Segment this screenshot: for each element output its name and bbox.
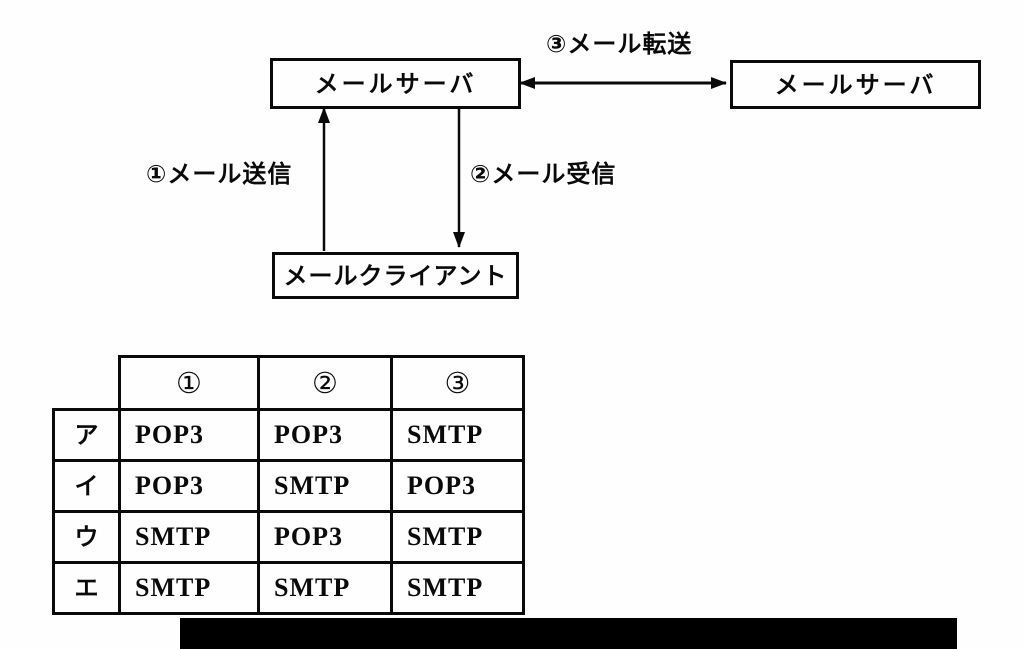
mail-client-box: メールクライアント — [272, 252, 519, 299]
row-label-a: ア — [52, 408, 121, 462]
table-row: エ SMTP SMTP SMTP — [52, 561, 525, 615]
table-row: ア POP3 POP3 SMTP — [52, 408, 525, 462]
col-header-1: ① — [118, 355, 260, 411]
table-cell: SMTP — [118, 561, 260, 615]
table-cell: POP3 — [257, 408, 393, 462]
table-row: イ POP3 SMTP POP3 — [52, 459, 525, 513]
mail-server-left-label: メールサーバ — [314, 69, 477, 98]
mail-client-label: メールクライアント — [283, 261, 508, 290]
arrow-label-transfer: ③メール転送 — [546, 30, 693, 58]
table-cell: SMTP — [257, 459, 393, 513]
mail-server-left-box: メールサーバ — [270, 58, 521, 109]
col-header-2: ② — [257, 355, 393, 411]
redaction-bar — [180, 618, 957, 649]
arrow-label-receive: ②メール受信 — [470, 160, 617, 188]
arrow-label-send: ①メール送信 — [146, 160, 293, 188]
table-row: ウ SMTP POP3 SMTP — [52, 510, 525, 564]
answer-table: ① ② ③ ア POP3 POP3 SMTP イ POP3 SMTP POP3 … — [52, 355, 525, 615]
table-cell: SMTP — [118, 510, 260, 564]
table-cell: SMTP — [390, 561, 525, 615]
table-cell: POP3 — [390, 459, 525, 513]
corner-empty-cell — [54, 357, 120, 410]
mail-server-right-box: メールサーバ — [730, 60, 981, 109]
mail-server-right-label: メールサーバ — [774, 70, 937, 99]
table-cell: POP3 — [257, 510, 393, 564]
row-label-i: イ — [52, 459, 121, 513]
col-header-3: ③ — [390, 355, 525, 411]
table-cell: POP3 — [118, 408, 260, 462]
row-label-u: ウ — [52, 510, 121, 564]
row-label-e: エ — [52, 561, 121, 615]
table-cell: POP3 — [118, 459, 260, 513]
table-cell: SMTP — [390, 510, 525, 564]
table-cell: SMTP — [257, 561, 393, 615]
table-header-row: ① ② ③ — [54, 355, 525, 411]
table-cell: SMTP — [390, 408, 525, 462]
